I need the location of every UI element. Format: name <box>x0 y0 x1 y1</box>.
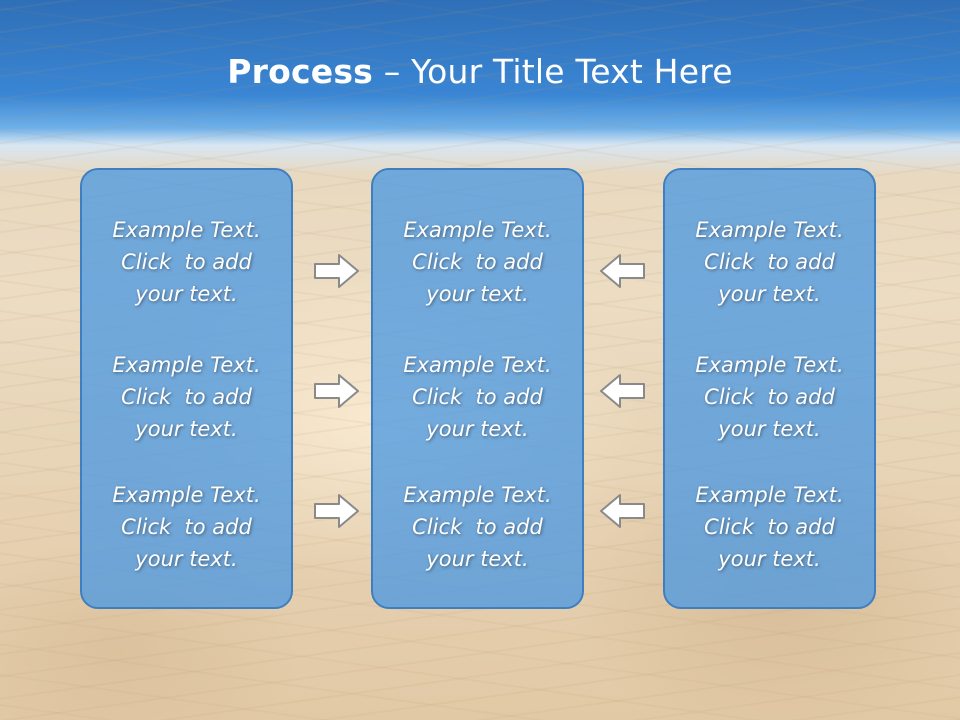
panel-text-item[interactable]: Example Text. Click to add your text. <box>373 479 582 575</box>
panel-text-item[interactable]: Example Text. Click to add your text. <box>82 214 291 310</box>
text-line: Click to add <box>704 250 835 274</box>
panel-text-item[interactable]: Example Text. Click to add your text. <box>82 349 291 445</box>
panel-text-item[interactable]: Example Text. Click to add your text. <box>373 214 582 310</box>
text-line: Example Text. <box>403 218 552 242</box>
panel-text-item[interactable]: Example Text. Click to add your text. <box>373 349 582 445</box>
text-line: Click to add <box>704 515 835 539</box>
panel-text-item[interactable]: Example Text. Click to add your text. <box>82 479 291 575</box>
process-panel-left[interactable]: Example Text. Click to add your text. Ex… <box>80 168 293 609</box>
text-line: your text. <box>718 417 821 441</box>
text-line: your text. <box>718 282 821 306</box>
text-line: Click to add <box>121 385 252 409</box>
text-line: Example Text. <box>403 483 552 507</box>
text-line: Click to add <box>121 515 252 539</box>
text-line: your text. <box>135 547 238 571</box>
text-line: Click to add <box>412 250 543 274</box>
panel-text-item[interactable]: Example Text. Click to add your text. <box>665 479 874 575</box>
title-rest-part: – Your Title Text Here <box>373 52 733 91</box>
text-line: Example Text. <box>695 353 844 377</box>
text-line: your text. <box>426 547 529 571</box>
panel-text-item[interactable]: Example Text. Click to add your text. <box>665 214 874 310</box>
text-line: Example Text. <box>695 483 844 507</box>
process-panel-center[interactable]: Example Text. Click to add your text. Ex… <box>371 168 584 609</box>
text-line: your text. <box>135 417 238 441</box>
arrow-right-icon <box>314 374 359 408</box>
text-line: Example Text. <box>112 353 261 377</box>
title-bold-part: Process <box>227 52 374 91</box>
text-line: Click to add <box>704 385 835 409</box>
text-line: Click to add <box>412 515 543 539</box>
text-line: Example Text. <box>403 353 552 377</box>
text-line: Example Text. <box>112 218 261 242</box>
arrow-left-icon <box>600 374 645 408</box>
text-line: Click to add <box>412 385 543 409</box>
arrow-left-icon <box>600 254 645 288</box>
panel-text-item[interactable]: Example Text. Click to add your text. <box>665 349 874 445</box>
text-line: your text. <box>426 417 529 441</box>
text-line: your text. <box>718 547 821 571</box>
text-line: Click to add <box>121 250 252 274</box>
slide-title[interactable]: Process – Your Title Text Here <box>0 52 960 91</box>
arrow-right-icon <box>314 494 359 528</box>
arrow-right-icon <box>314 254 359 288</box>
text-line: Example Text. <box>112 483 261 507</box>
text-line: Example Text. <box>695 218 844 242</box>
text-line: your text. <box>426 282 529 306</box>
process-panel-right[interactable]: Example Text. Click to add your text. Ex… <box>663 168 876 609</box>
arrow-left-icon <box>600 494 645 528</box>
text-line: your text. <box>135 282 238 306</box>
